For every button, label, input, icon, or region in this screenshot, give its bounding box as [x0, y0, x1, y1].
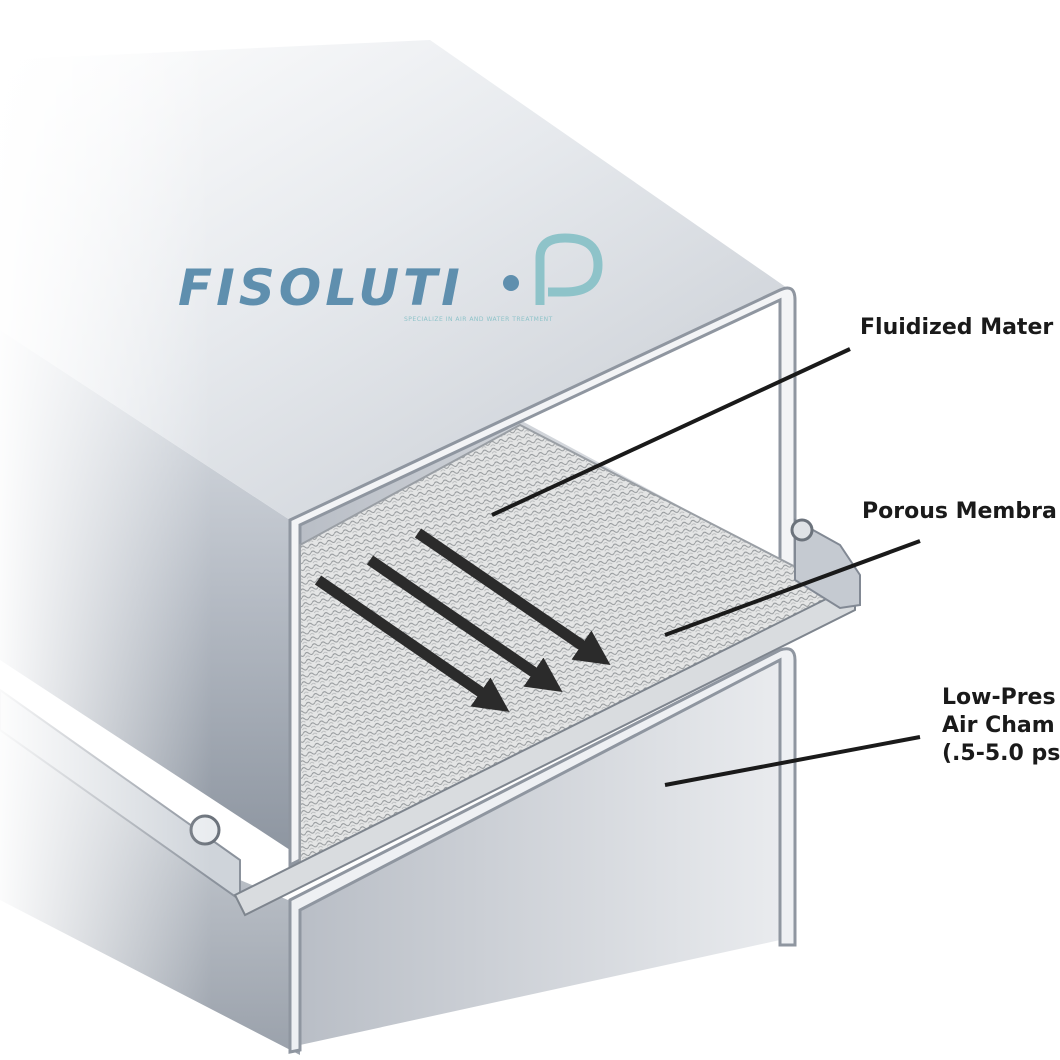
airflow-arrow: [314, 575, 510, 712]
airflow-arrow: [414, 528, 611, 665]
logo-wordmark: FISOLUTI: [178, 259, 464, 317]
label-low-pressure-line1: Low-Pres: [942, 685, 1056, 710]
label-low-pressure-line2: Air Cham: [942, 713, 1055, 738]
logo-mark: FISOLUTI SPECIALIZE IN AIR AND WATER TRE…: [178, 233, 603, 323]
label-low-pressure-line3: (.5-5.0 ps: [942, 741, 1060, 766]
label-porous-membrane: Porous Membra: [862, 499, 1057, 524]
leader-line-membrane: [664, 539, 921, 637]
leader-line-chamber: [664, 735, 921, 787]
label-fluidized-material: Fluidized Mater: [860, 315, 1054, 340]
airflow-arrow: [366, 555, 563, 692]
logo-tagline: SPECIALIZE IN AIR AND WATER TREATMENT: [404, 316, 553, 323]
leader-line-fluidized: [491, 347, 851, 517]
